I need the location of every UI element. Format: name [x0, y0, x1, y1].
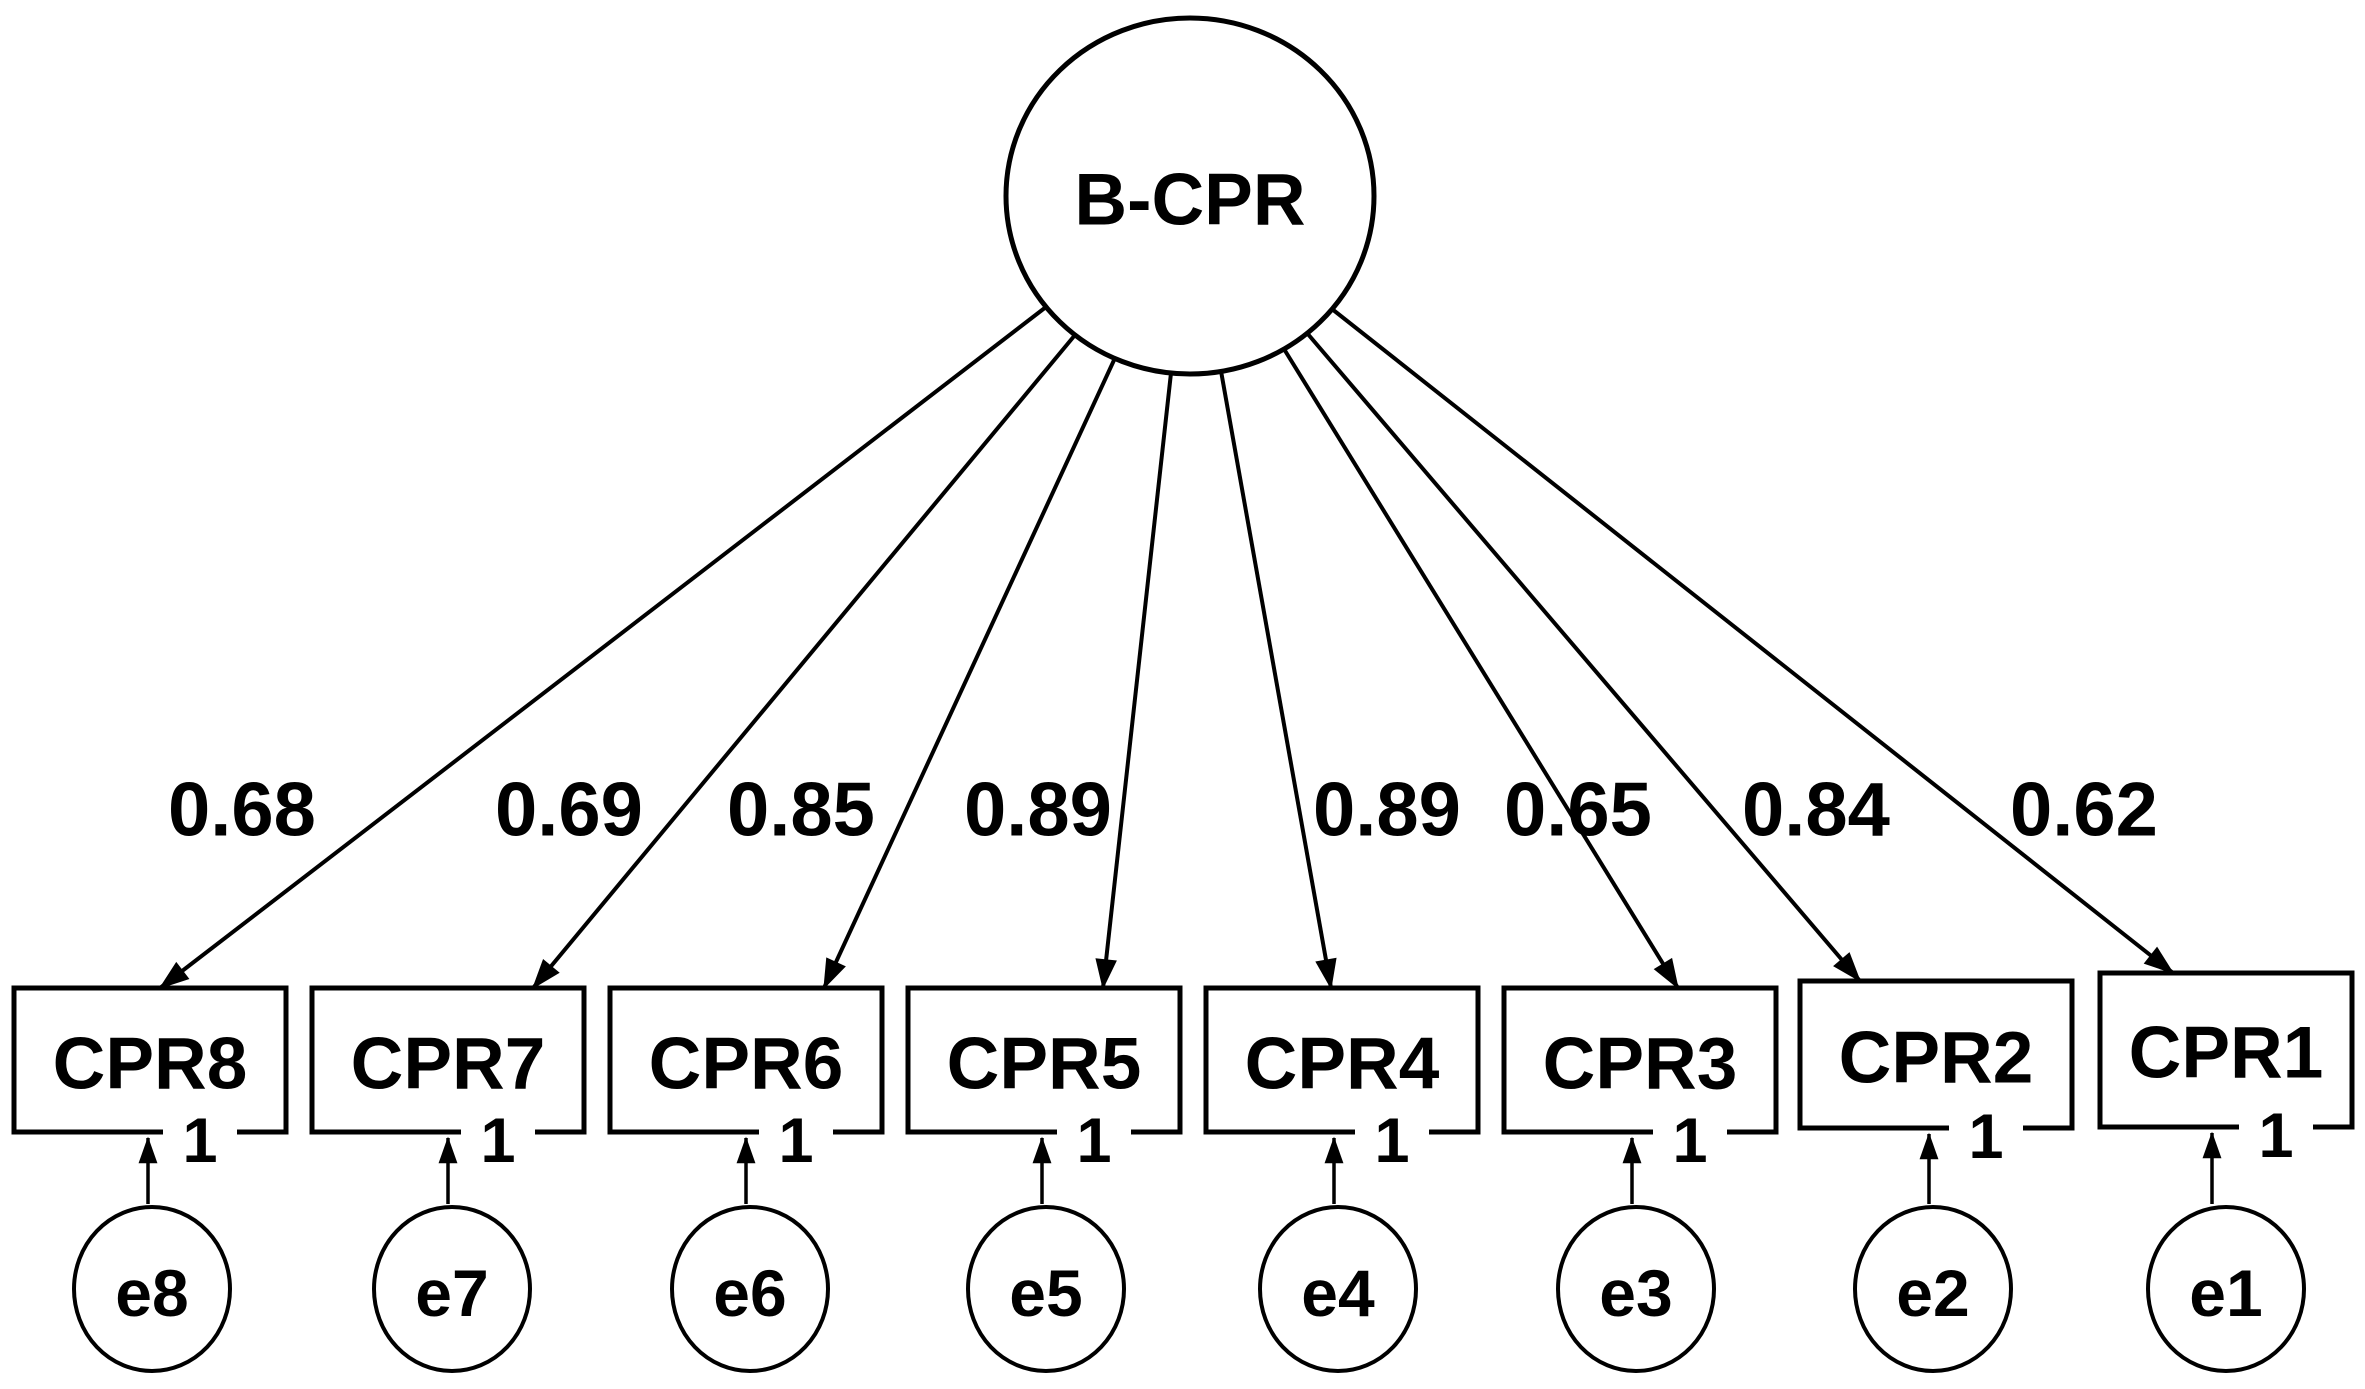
indicator-label-cpr6: CPR6	[649, 1024, 844, 1105]
indicator-label-cpr1: CPR1	[2129, 1013, 2324, 1094]
error-node-e6	[670, 1205, 830, 1373]
error-label-e4: e4	[1301, 1256, 1375, 1330]
indicator-box-cpr7	[309, 985, 587, 1135]
factor-path-cpr5	[1095, 372, 1173, 990]
error-loading-label-e7: 1	[480, 1106, 515, 1176]
loading-label-cpr5: 0.89	[964, 768, 1112, 853]
indicator-box-cpr1	[2097, 970, 2355, 1130]
border-gap-cpr7	[461, 1112, 535, 1152]
indicator-label-cpr2: CPR2	[1839, 1018, 2034, 1099]
indicator-box-cpr4	[1203, 985, 1481, 1135]
indicator-label-cpr4: CPR4	[1245, 1024, 1440, 1105]
loading-label-cpr4: 0.89	[1313, 768, 1461, 853]
indicator-box-cpr6	[607, 985, 885, 1135]
factor-path-cpr3	[1282, 347, 1680, 990]
factor-path-cpr4	[1219, 370, 1337, 990]
indicator-label-cpr8: CPR8	[53, 1024, 248, 1105]
error-loading-label-e5: 1	[1076, 1106, 1111, 1176]
border-gap-cpr5	[1057, 1112, 1131, 1152]
error-label-e6: e6	[713, 1256, 786, 1330]
error-node-e5	[966, 1205, 1126, 1373]
error-label-e3: e3	[1599, 1256, 1672, 1330]
border-gap-cpr4	[1355, 1112, 1429, 1152]
latent-label: B-CPR	[1074, 160, 1305, 241]
border-gap-cpr2	[1949, 1108, 2023, 1148]
indicator-label-cpr3: CPR3	[1543, 1024, 1738, 1105]
border-gap-cpr6	[759, 1112, 833, 1152]
error-loading-label-e8: 1	[182, 1106, 217, 1176]
indicator-label-cpr7: CPR7	[351, 1024, 546, 1105]
factor-path-cpr1	[1330, 307, 2175, 975]
error-loading-label-e6: 1	[778, 1106, 813, 1176]
indicator-box-cpr5	[905, 985, 1183, 1135]
loading-label-cpr8: 0.68	[168, 768, 316, 853]
error-node-e2	[1853, 1205, 2013, 1373]
error-label-e5: e5	[1009, 1256, 1082, 1330]
indicator-label-cpr5: CPR5	[947, 1024, 1142, 1105]
factor-path-cpr8	[158, 305, 1048, 990]
error-label-e7: e7	[415, 1256, 488, 1330]
error-node-e1	[2146, 1205, 2306, 1373]
error-node-e8	[72, 1205, 232, 1373]
loading-label-cpr1: 0.62	[2010, 768, 2158, 853]
indicator-box-cpr3	[1501, 985, 1779, 1135]
indicator-box-cpr2	[1797, 978, 2075, 1131]
loading-label-cpr3: 0.65	[1504, 768, 1652, 853]
error-label-e1: e1	[2189, 1256, 2262, 1330]
loading-label-cpr2: 0.84	[1742, 768, 1890, 853]
error-label-e8: e8	[115, 1256, 188, 1330]
error-node-e7	[372, 1205, 532, 1373]
error-node-e4	[1258, 1205, 1418, 1373]
factor-path-cpr7	[531, 333, 1077, 990]
error-loading-label-e2: 1	[1968, 1102, 2003, 1172]
error-loading-label-e1: 1	[2258, 1101, 2293, 1171]
factor-path-cpr6	[822, 357, 1117, 990]
border-gap-cpr1	[2239, 1107, 2313, 1147]
latent-node	[1003, 15, 1377, 377]
border-gap-cpr8	[163, 1112, 237, 1152]
error-label-e2: e2	[1896, 1256, 1969, 1330]
error-loading-label-e3: 1	[1672, 1106, 1707, 1176]
error-loading-label-e4: 1	[1374, 1106, 1409, 1176]
loading-label-cpr7: 0.69	[495, 768, 643, 853]
error-node-e3	[1556, 1205, 1716, 1373]
factor-path-cpr2	[1305, 331, 1862, 983]
loading-label-cpr6: 0.85	[727, 768, 875, 853]
indicator-box-cpr8	[11, 985, 289, 1135]
border-gap-cpr3	[1653, 1112, 1727, 1152]
